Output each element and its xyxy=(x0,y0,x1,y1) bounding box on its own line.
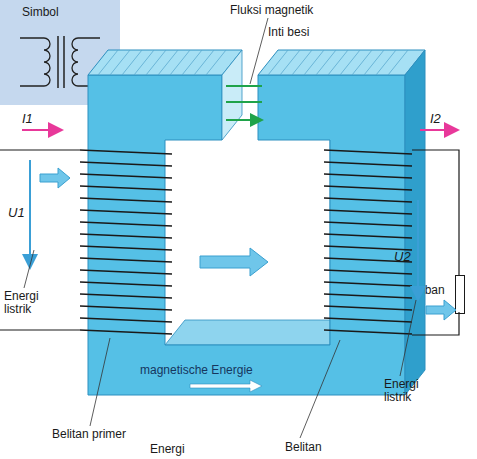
lamination-lines xyxy=(98,50,408,75)
energy-out-arrow xyxy=(426,300,456,320)
signal-name: U2 xyxy=(394,250,411,263)
secondary-wires xyxy=(412,150,459,335)
core-inner-floor xyxy=(165,320,350,345)
part-label: Belitan primer xyxy=(52,428,126,441)
symbol-core-bars xyxy=(58,36,64,88)
current-arrow-i1 xyxy=(22,129,62,131)
box-title: Simbol xyxy=(22,6,59,19)
flux-arrows xyxy=(226,86,262,120)
energy-flow-arrow xyxy=(200,248,268,276)
energy-in-arrow xyxy=(40,168,70,188)
symbol-primary-coil xyxy=(20,38,50,86)
voltage-arrow-u1 xyxy=(29,160,31,268)
voltage-arrow-u2 xyxy=(417,200,419,300)
part-label: Energi listrik xyxy=(384,378,434,404)
part-label: Belitan xyxy=(285,441,322,454)
resistor-symbol xyxy=(455,275,465,314)
leader-line xyxy=(90,338,110,426)
primary-winding xyxy=(80,150,172,334)
part-label: magnetische Energie xyxy=(140,364,253,377)
leader-line xyxy=(300,340,340,438)
part-label: Energi xyxy=(150,443,185,456)
air-gap-face xyxy=(222,50,242,140)
current-arrow-i2 xyxy=(420,129,458,131)
part-label: Fluksi magnetik xyxy=(230,4,313,17)
leader-line xyxy=(250,18,268,84)
signal-name: U1 xyxy=(8,206,25,219)
magnetic-energy-arrow xyxy=(190,380,262,392)
signal-name: I2 xyxy=(430,112,441,125)
primary-wires xyxy=(0,150,80,330)
iron-core-side xyxy=(405,50,425,395)
part-label: Inti besi xyxy=(268,26,309,39)
iron-core-top-left xyxy=(88,50,242,75)
part-label: Energi listrik xyxy=(4,290,50,316)
leader-line xyxy=(24,250,34,288)
secondary-winding xyxy=(324,150,412,334)
signal-name: I1 xyxy=(22,112,33,125)
leader-line xyxy=(400,300,416,376)
